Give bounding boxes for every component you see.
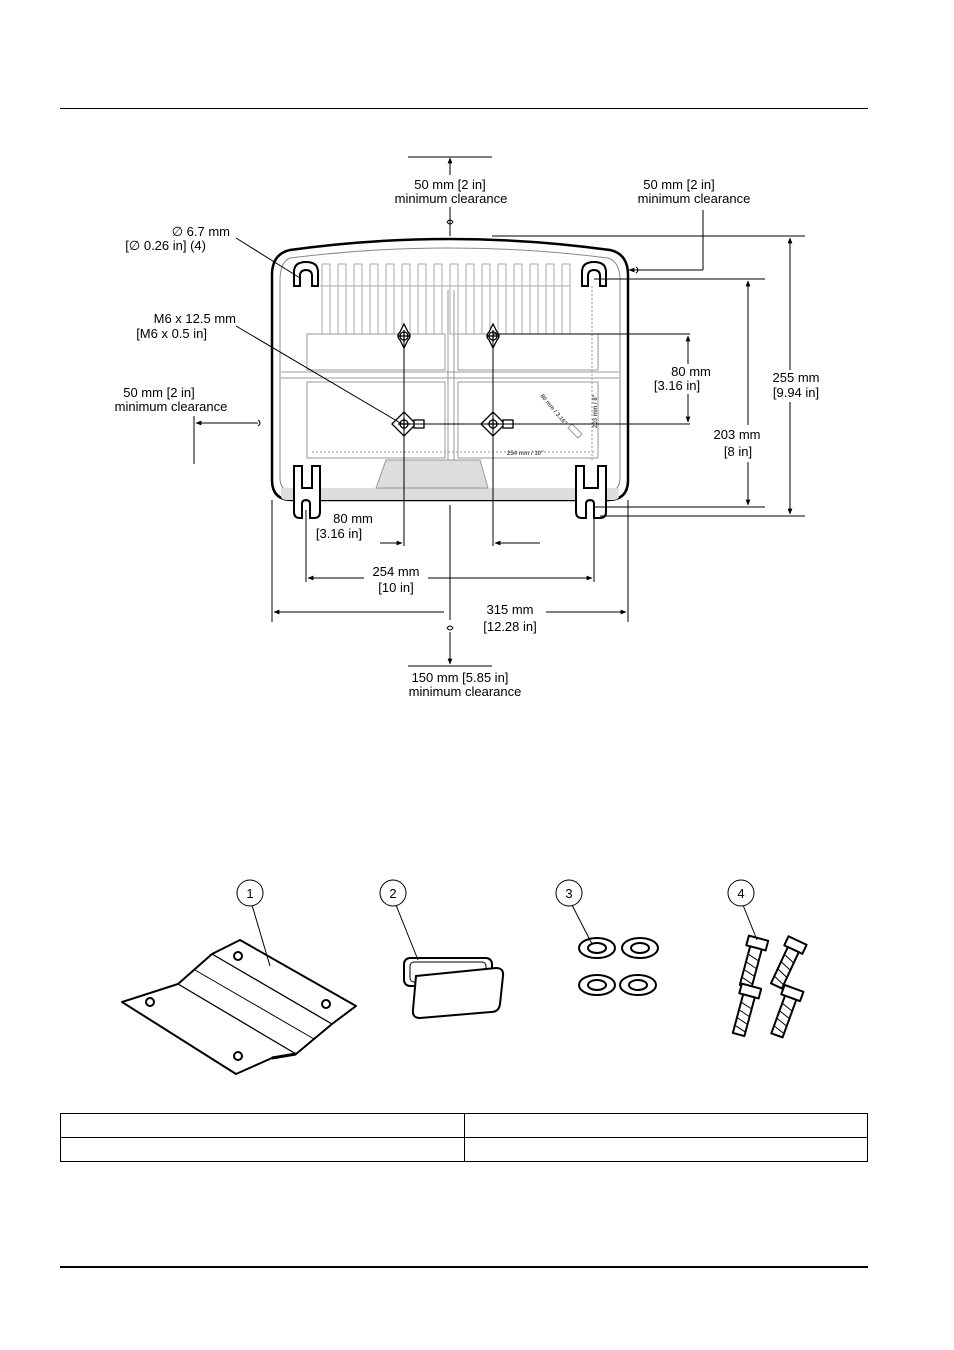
callout-2: 2 — [379, 879, 407, 907]
gaskets-part — [403, 957, 505, 1020]
header-rule — [60, 108, 868, 109]
right-clearance-sublabel: minimum clearance — [638, 191, 751, 206]
height-203-sublabel: [8 in] — [724, 444, 752, 459]
callout-4: 4 — [727, 879, 755, 907]
controller-back-outline: 254 mm / 10" 203 mm / 8" 80 mm / 3.16" — [270, 237, 630, 502]
mounting-plate-part — [121, 939, 357, 1075]
embossed-height-label: 203 mm / 8" — [593, 394, 599, 428]
width-315-label: 315 mm — [487, 602, 534, 617]
table-cell — [463, 1113, 868, 1138]
width-254-sublabel: [10 in] — [378, 580, 413, 595]
table-cell — [463, 1137, 868, 1162]
left-clearance-sublabel: minimum clearance — [115, 399, 228, 414]
height-203-label: 203 mm — [714, 427, 761, 442]
hole-diameter-sublabel: [∅ 0.26 in] (4) — [125, 238, 206, 253]
right-clearance-label: 50 mm [2 in] — [643, 177, 715, 192]
table-cell — [60, 1113, 465, 1138]
footer-rule — [60, 1266, 868, 1268]
top-clearance-sublabel: minimum clearance — [395, 191, 508, 206]
bottom-right-slot — [575, 465, 607, 519]
svg-text:1: 1 — [246, 886, 253, 901]
screw-size-label: M6 x 12.5 mm — [154, 311, 236, 326]
width-315-sublabel: [12.28 in] — [483, 619, 537, 634]
bottom-clearance-label: 150 mm [5.85 in] — [412, 670, 509, 685]
bottom-clearance-sublabel: minimum clearance — [409, 684, 522, 699]
svg-text:3: 3 — [565, 886, 572, 901]
bottom-left-slot — [293, 465, 321, 519]
screw-size-sublabel: [M6 x 0.5 in] — [136, 326, 207, 341]
vertical-80-label: 80 mm — [671, 364, 711, 379]
callout-1: 1 — [236, 879, 264, 907]
top-clearance-label: 50 mm [2 in] — [414, 177, 486, 192]
table-row — [60, 1137, 868, 1162]
bottom-80-sublabel: [3.16 in] — [316, 526, 362, 541]
vertical-80-sublabel: [3.16 in] — [654, 378, 700, 393]
height-255-label: 255 mm — [773, 370, 820, 385]
bottom-80-label: 80 mm — [333, 511, 373, 526]
height-255-sublabel: [9.94 in] — [773, 385, 819, 400]
svg-text:2: 2 — [389, 886, 396, 901]
svg-text:4: 4 — [737, 886, 744, 901]
table-cell — [60, 1137, 465, 1162]
left-clearance-label: 50 mm [2 in] — [123, 385, 195, 400]
width-254-label: 254 mm — [373, 564, 420, 579]
table-row — [60, 1113, 868, 1138]
screws-part — [731, 934, 808, 1039]
parts-table — [60, 1113, 868, 1162]
embossed-width-label: 254 mm / 10" — [507, 451, 544, 457]
top-right-keyhole — [581, 260, 607, 287]
top-left-keyhole — [293, 260, 319, 287]
hole-diameter-label: ∅ 6.7 mm — [172, 224, 230, 239]
washers-part — [578, 937, 659, 996]
callout-3: 3 — [555, 879, 583, 907]
